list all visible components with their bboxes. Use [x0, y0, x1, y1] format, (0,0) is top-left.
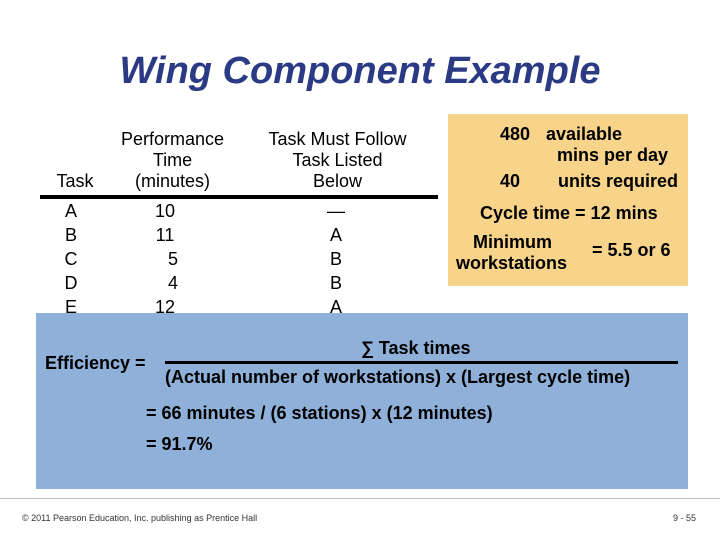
follow-cell: B: [329, 273, 342, 293]
time-cell: 12: [154, 297, 176, 317]
cycle-time-text: Cycle time = 12 mins: [480, 203, 658, 223]
page-number: 9 - 55: [672, 513, 696, 523]
table-header-rule: [40, 195, 438, 199]
follow-cell: —: [327, 201, 345, 221]
task-cell: D: [64, 273, 78, 293]
header-time-line-1: Performance: [120, 129, 225, 149]
time-cell: 4: [167, 273, 178, 293]
follow-cell: A: [329, 297, 342, 317]
minimum-label-line-2: workstations: [456, 253, 568, 273]
efficiency-calculation: = 66 minutes / (6 stations) x (12 minute…: [146, 403, 493, 423]
minimum-label-line-1: Minimum: [473, 232, 552, 252]
header-follow-line-2: Task Listed: [292, 150, 383, 170]
units-required-value: 40: [500, 171, 521, 191]
time-cell: 10: [154, 201, 176, 221]
units-required-text: units required: [557, 171, 678, 191]
efficiency-denominator: (Actual number of workstations) x (Large…: [165, 367, 631, 387]
footer-divider: [0, 498, 720, 499]
efficiency-result: = 91.7%: [146, 434, 213, 454]
minimum-workstations-value: = 5.5 or 6: [592, 240, 671, 260]
time-cell: 11: [155, 225, 175, 245]
task-cell: C: [64, 249, 78, 269]
available-text-line-2: mins per day: [556, 145, 668, 165]
fraction-bar: [165, 361, 678, 364]
cycle-info-box: 480 available mins per day 40 units requ…: [448, 114, 688, 286]
header-follow-line-3: Below: [312, 171, 363, 191]
efficiency-numerator: ∑ Task times: [361, 338, 471, 358]
header-task-must-follow: Task Must Follow Task Listed Below: [245, 129, 430, 192]
task-cell: B: [64, 225, 77, 245]
header-performance-time: Performance Time (minutes): [105, 129, 240, 192]
time-cell: 5: [167, 249, 178, 269]
header-follow-line-1: Task Must Follow: [268, 129, 407, 149]
header-time-line-3: (minutes): [134, 171, 210, 191]
efficiency-box: [36, 313, 688, 489]
copyright-text: © 2011 Pearson Education, Inc. publishin…: [22, 513, 258, 523]
available-text-line-1: available: [546, 124, 623, 144]
efficiency-label: Efficiency =: [45, 353, 146, 373]
header-task: Task: [56, 171, 94, 191]
follow-cell: B: [329, 249, 342, 269]
task-cell: E: [64, 297, 77, 317]
follow-cell: A: [329, 225, 342, 245]
header-time-line-2: Time: [152, 150, 193, 170]
available-minutes-value: 480: [500, 124, 531, 144]
slide-title: Wing Component Example: [119, 50, 601, 92]
task-cell: A: [64, 201, 77, 221]
